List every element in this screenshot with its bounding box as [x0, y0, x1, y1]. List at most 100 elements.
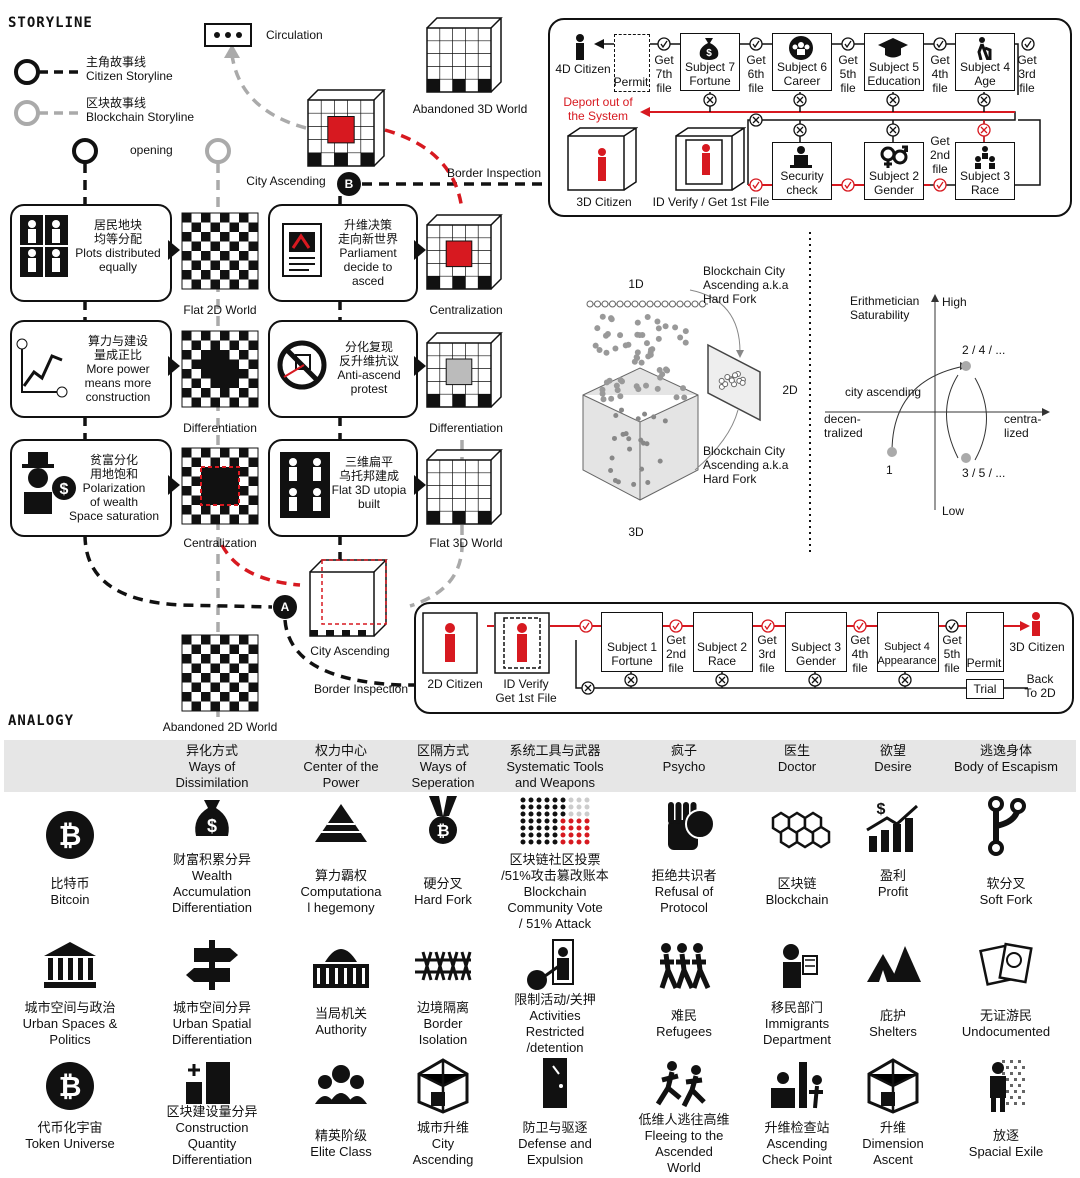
fleeing-people-icon	[655, 1061, 706, 1108]
get-4th-file-bottom: Get 4th file	[850, 633, 870, 675]
table-row3-cell-0: 代币化宇宙 Token Universe	[25, 1120, 115, 1151]
dot-cloud	[663, 366, 670, 373]
storyline-connector-lines	[14, 23, 811, 720]
get-4th-file: Get 4th file	[930, 53, 950, 95]
dot-3d	[642, 411, 648, 417]
elderly-age-icon	[977, 37, 992, 60]
table-row2-cell-5: 难民 Refugees	[656, 1008, 712, 1039]
table-header-2: 区隔方式 Ways of Seperation	[411, 743, 475, 790]
dot-cloud	[603, 349, 610, 356]
subject-4-appearance-box	[877, 612, 939, 672]
elite-class-icon	[315, 1065, 367, 1104]
table-row2-cell-6: 移民部门 Immigrants Department	[763, 1000, 831, 1047]
abandoned-3d-world-label: Abandoned 3D World	[412, 102, 528, 116]
check-markers	[579, 37, 1035, 695]
svg-text:$: $	[877, 801, 886, 818]
dot-cloud	[592, 342, 599, 349]
dot-3d	[609, 455, 615, 461]
deport-label: Deport out of the System	[563, 95, 633, 123]
blockchain-storyline-label: 区块故事线 Blockchain Storyline	[86, 96, 195, 124]
analogy-heading: ANALOGY	[8, 713, 75, 729]
subject-4-bottom-label: Subject 4 Appearance	[877, 641, 937, 667]
dot-cloud	[643, 340, 650, 347]
hard-fork-label-top: Blockchain City Ascending a.k.a Hard For…	[703, 264, 789, 306]
differentiation-2d-label: Differentiation	[183, 421, 257, 435]
dimension-ascent-icon	[867, 1058, 919, 1114]
axis-right-label: centra- lized	[1004, 412, 1042, 440]
government-building-icon	[44, 942, 96, 988]
dot-3d	[619, 407, 625, 413]
circulation-label: Circulation	[266, 28, 323, 42]
citizen-4d-icon	[576, 34, 584, 60]
people-3d-icon	[280, 452, 330, 518]
table-row2-cell-2: 当局机关 Authority	[314, 1006, 367, 1037]
parliament-text: 升维决策 走向新世界 Parliament decide to asced	[337, 218, 398, 288]
table-row3-cell-5: 低维人逃往高维 Fleeing to the Ascended World	[638, 1112, 730, 1175]
dot-cloud	[682, 328, 689, 335]
race-people-icon	[975, 146, 995, 169]
check-marker	[933, 37, 947, 51]
get-7th-file: Get 7th file	[654, 53, 674, 95]
subject-2-bottom-label: Subject 2 Race	[696, 640, 748, 668]
dot-3d	[613, 412, 619, 418]
reject-marker	[898, 673, 912, 687]
table-row3-cell-6: 升维检查站 Ascending Check Point	[761, 1120, 833, 1167]
dot-cloud	[612, 345, 619, 352]
table-row1-cell-7: 盈利 Profit	[877, 868, 909, 899]
citizen-2d-box	[422, 612, 478, 674]
get-2nd-file-bottom: Get 2nd file	[665, 633, 687, 675]
axis-point-1: 1	[886, 463, 893, 477]
dot-cloud	[672, 324, 679, 331]
subject-2-race-box	[693, 612, 753, 672]
security-officer-icon	[790, 146, 812, 168]
dot-cloud	[644, 314, 651, 321]
reject-marker	[886, 123, 900, 137]
story-box-power	[10, 320, 172, 418]
table-row2-cell-8: 无证游民 Undocumented	[961, 1008, 1051, 1039]
reject-marker	[715, 673, 729, 687]
dot-cloud	[638, 359, 645, 366]
dot-cloud	[677, 334, 684, 341]
abandoned-3d-cube	[426, 17, 503, 93]
subject-3-top-label: Subject 3 Race	[959, 169, 1011, 197]
protest-icon	[277, 340, 327, 390]
dot-cloud	[613, 382, 620, 389]
check-marker	[669, 619, 683, 633]
centralization-3d-label: Centralization	[429, 303, 503, 317]
citizen-3d-bottom-label: 3D Citizen	[1009, 640, 1065, 654]
check-marker	[853, 619, 867, 633]
dot-1d	[661, 300, 669, 308]
svg-text:₿: ₿	[59, 1071, 82, 1102]
get-3rd-file: Get 3rd file	[1017, 53, 1037, 95]
node-a: A	[280, 600, 290, 614]
gender-symbols-icon	[880, 145, 908, 168]
check-marker	[945, 619, 959, 633]
trial-label: Trial	[973, 682, 997, 696]
dot-3d	[638, 437, 644, 443]
permit-box-bottom	[966, 612, 1004, 672]
dot-cloud	[617, 377, 624, 384]
check-marker	[841, 178, 855, 192]
subject-6-label: Subject 6 Career	[776, 60, 828, 88]
trial-box	[966, 679, 1004, 699]
dot-2d	[718, 377, 725, 384]
dot-cloud	[617, 332, 624, 339]
dot-cloud	[634, 349, 641, 356]
dot-2d	[724, 374, 731, 381]
border-inspection-top-label: Border Inspection	[446, 166, 542, 180]
analogy-table-header	[4, 740, 1076, 792]
reject-marker	[886, 93, 900, 107]
border-inspection-bottom-label: Border Inspection	[313, 682, 409, 696]
protest-text: 分化复现 反升维抗议 Anti-ascend protest	[337, 340, 401, 396]
table-header-4: 疯子 Psycho	[662, 743, 706, 774]
document-icon	[282, 223, 322, 277]
dot-cloud	[617, 393, 624, 400]
check-marker	[749, 178, 763, 192]
dot-cloud	[654, 385, 661, 392]
prisoner-icon	[527, 939, 574, 990]
dot-2d	[728, 377, 735, 384]
dot-3d	[611, 435, 617, 441]
dot-1d	[586, 300, 594, 308]
profit-chart-icon: $	[866, 801, 919, 852]
